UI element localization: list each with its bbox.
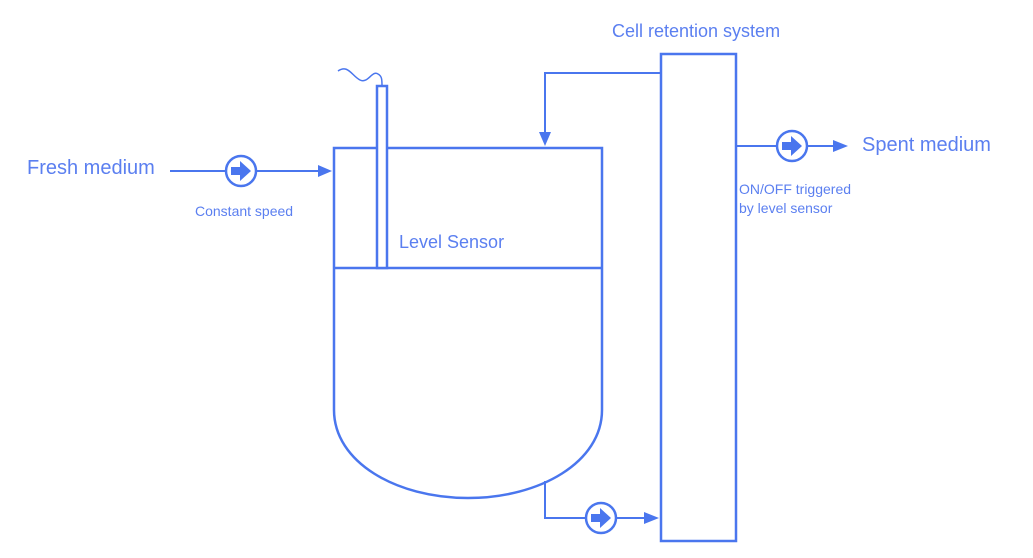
retentate-return-line	[544, 72, 661, 134]
level-sensor-label: Level Sensor	[399, 232, 505, 252]
spent-medium-label: Spent medium	[862, 134, 991, 156]
vessel-outlet-line	[544, 481, 586, 519]
recirculation-pump-icon	[584, 501, 618, 535]
constant-speed-label: Constant speed	[195, 203, 294, 219]
bioreactor-vessel	[332, 146, 604, 500]
harvest-pump-icon	[775, 129, 809, 163]
harvest-arrowhead	[833, 140, 848, 152]
feed-arrowhead	[318, 165, 332, 177]
fresh-medium-label: Fresh medium	[27, 157, 155, 179]
level-sensor-cable	[337, 68, 383, 87]
retentate-arrowhead	[539, 132, 551, 146]
cell-retention-system-label: Cell retention system	[612, 21, 781, 41]
harvest-trigger-label-line2: by level sensor	[739, 200, 833, 216]
recirculation-arrowhead	[644, 512, 659, 524]
feed-pump-icon	[224, 154, 258, 188]
harvest-trigger-label-line1: ON/OFF triggered	[739, 181, 852, 197]
level-sensor-probe	[375, 84, 389, 270]
cell-retention-system-box	[659, 52, 738, 543]
